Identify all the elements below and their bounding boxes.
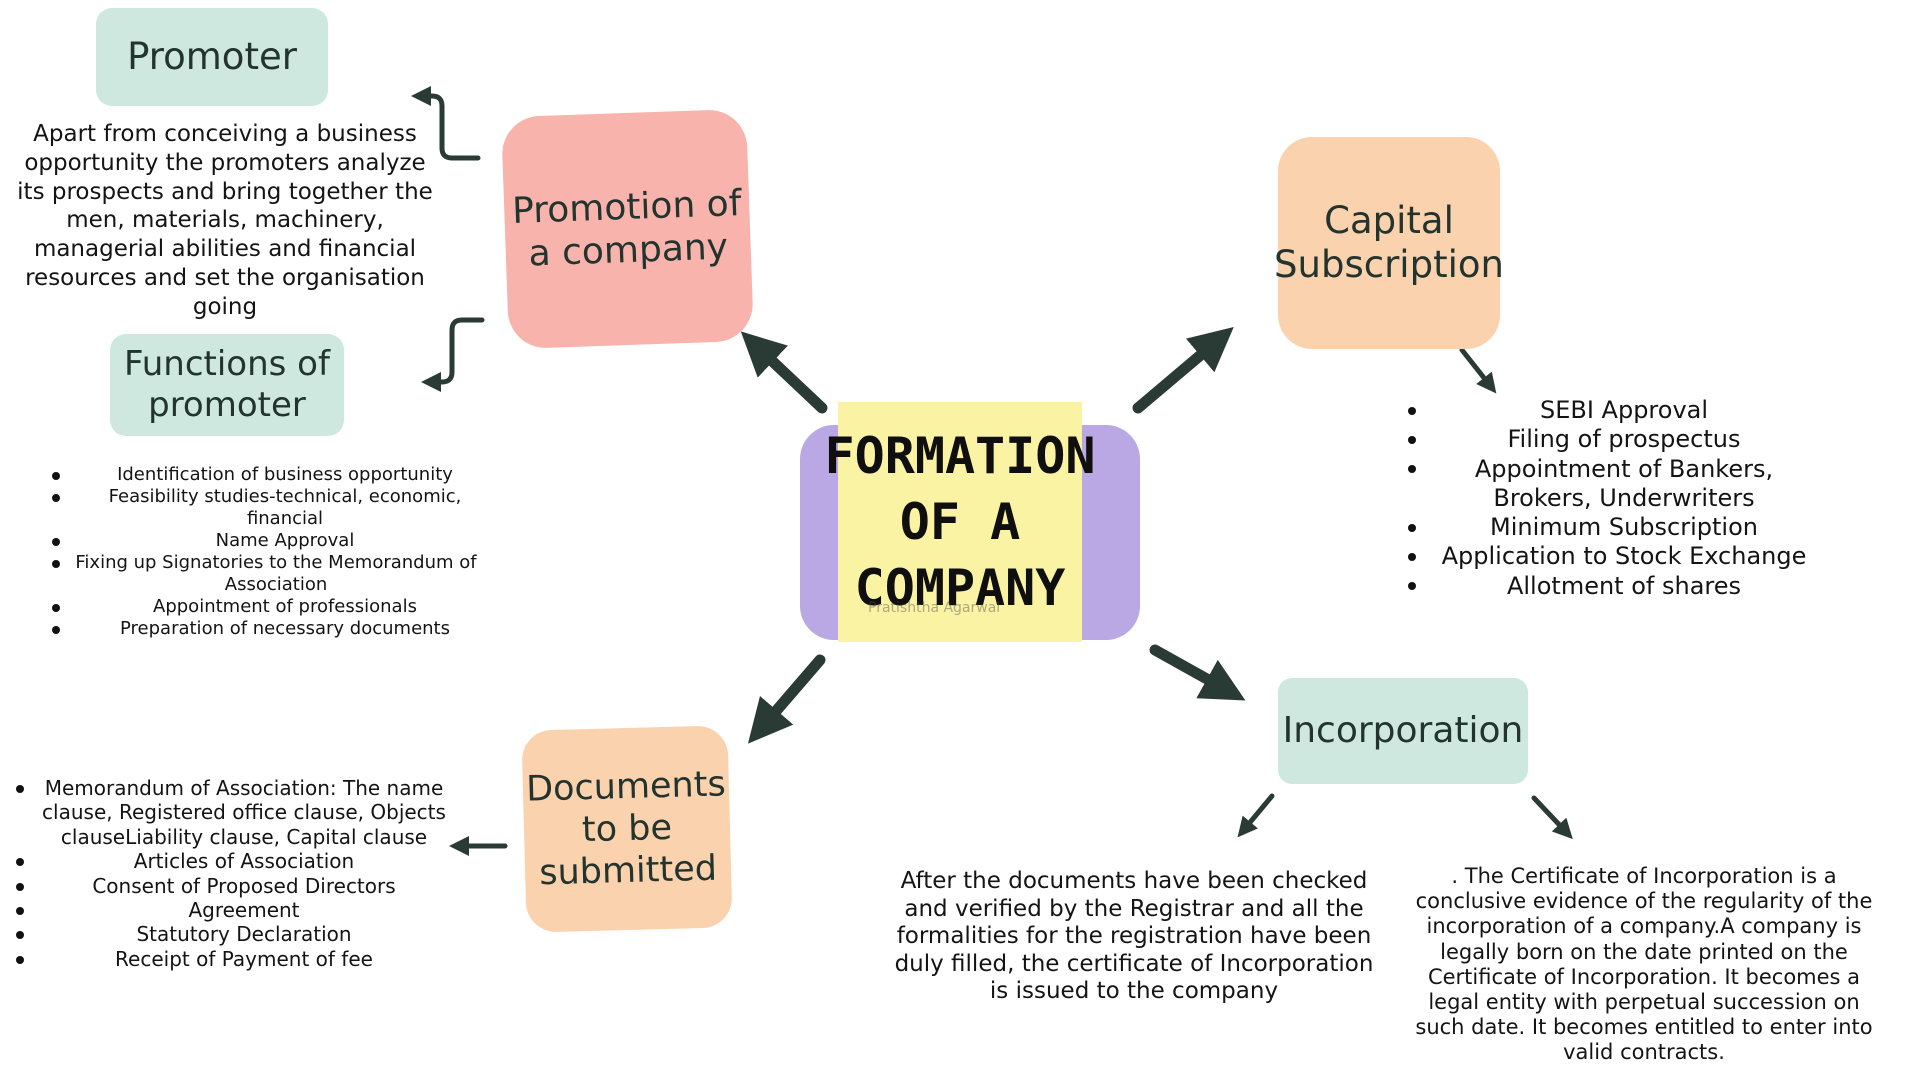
promoter-description: Apart from conceiving a business opportu… (17, 121, 433, 320)
watermark: Pratishtha Agarwal (868, 600, 1001, 616)
capital-title: Capital Subscription (1274, 198, 1504, 286)
functions-item: Fixing up Signatories to the Memorandum … (52, 552, 482, 596)
arrow-to-functions (420, 317, 485, 392)
arrow-to-incorporation-right (1531, 795, 1573, 840)
incorporation-title: Incorporation (1282, 710, 1524, 752)
arrow-to-incorporation-left (1237, 793, 1275, 838)
documents-item: Articles of Association (16, 849, 446, 873)
center-title: FORMATION OF A COMPANY (824, 427, 1096, 617)
promoter-node: Promoter (96, 8, 328, 106)
capital-node: Capital Subscription (1274, 137, 1504, 349)
documents-item: Statutory Declaration (16, 922, 446, 946)
documents-item: Memorandum of Association: The name clau… (16, 776, 446, 849)
functions-item: Feasibility studies-technical, economic,… (52, 486, 482, 530)
capital-item: Filing of prospectus (1408, 425, 1818, 454)
documents-title: Documents to be submitted (525, 764, 727, 894)
center-node: FORMATION OF A COMPANY (825, 402, 1095, 642)
functions-item: Name Approval (52, 530, 482, 552)
documents-item: Consent of Proposed Directors (16, 874, 446, 898)
capital-item: Appointment of Bankers, Brokers, Underwr… (1408, 455, 1818, 514)
functions-list: Identification of business opportunity F… (52, 464, 482, 640)
functions-item: Identification of business opportunity (52, 464, 482, 486)
functions-node: Functions of promoter (110, 334, 344, 436)
incorporation-right-text: . The Certificate of Incorporation is a … (1415, 864, 1873, 1065)
documents-item: Agreement (16, 898, 446, 922)
functions-item: Appointment of professionals (52, 596, 482, 618)
arrow-to-promoter (410, 86, 481, 161)
arrow-to-promotion (740, 331, 828, 414)
functions-title: Functions of promoter (124, 344, 330, 425)
promotion-node: Promotion of a company (501, 108, 754, 350)
promotion-title: Promotion of a company (511, 182, 743, 275)
capital-list: SEBI Approval Filing of prospectus Appoi… (1408, 396, 1818, 601)
incorporation-left-text: After the documents have been checked an… (894, 868, 1374, 1005)
functions-item: Preparation of necessary documents (52, 618, 482, 640)
arrow-to-incorporation (1149, 644, 1246, 701)
incorporation-node: Incorporation (1278, 678, 1528, 784)
capital-item: Application to Stock Exchange (1408, 542, 1818, 571)
capital-item: Allotment of shares (1408, 572, 1818, 601)
arrow-to-capital-list (1459, 347, 1497, 394)
documents-list: Memorandum of Association: The name clau… (16, 776, 446, 971)
capital-item: Minimum Subscription (1408, 513, 1818, 542)
capital-item: SEBI Approval (1408, 396, 1818, 425)
documents-node: Documents to be submitted (521, 725, 733, 933)
documents-item: Receipt of Payment of fee (16, 947, 446, 971)
arrow-to-documents (747, 654, 826, 744)
arrow-to-capital (1132, 327, 1234, 414)
promoter-title: Promoter (127, 34, 297, 78)
